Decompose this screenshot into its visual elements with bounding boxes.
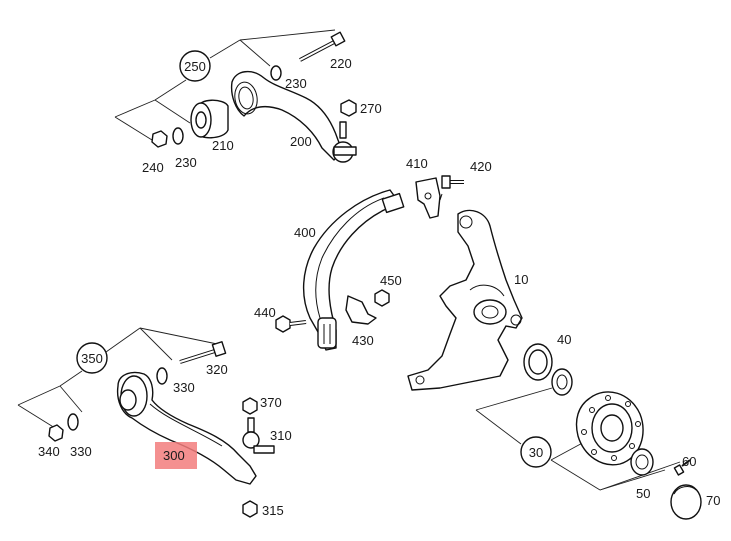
- label-30: 30: [529, 445, 543, 460]
- label-230-bottom: 230: [175, 155, 197, 170]
- label-420: 420: [470, 159, 492, 174]
- bolt-420: [441, 175, 464, 189]
- label-400: 400: [294, 225, 316, 240]
- label-370: 370: [260, 395, 282, 410]
- label-340: 340: [38, 444, 60, 459]
- nut-240: [151, 130, 168, 148]
- wheel-hub-group: 30 40 60 50 70: [475, 332, 720, 520]
- nut-340: [48, 424, 64, 442]
- label-315: 315: [262, 503, 284, 518]
- ball-joint-310: [242, 417, 275, 454]
- nut-315: [242, 500, 258, 518]
- label-10: 10: [514, 272, 528, 287]
- wheel-hub-flange: [575, 391, 644, 466]
- label-50: 50: [636, 486, 650, 501]
- washer-230-top: [270, 65, 282, 81]
- label-330-bottom: 330: [70, 444, 92, 459]
- washer-330-top: [156, 367, 168, 385]
- strut-and-knuckle-group: 410 420 400 10 450 440 430: [254, 156, 528, 391]
- washer-230-bottom: [172, 127, 184, 145]
- label-250: 250: [184, 59, 206, 74]
- label-410: 410: [406, 156, 428, 171]
- screw-60: [673, 459, 691, 476]
- label-70: 70: [706, 493, 720, 508]
- label-430: 430: [352, 333, 374, 348]
- seal-40: [523, 343, 553, 381]
- highlight-300: [155, 442, 197, 469]
- label-220: 220: [330, 56, 352, 71]
- lower-control-arm-group: 350 320 330 370 310 330 340 300 315: [17, 327, 292, 518]
- bearing: [551, 368, 573, 396]
- upper-control-arm-group: 250 230 220 270 210 200 230 240: [114, 29, 382, 175]
- label-210: 210: [212, 138, 234, 153]
- bracket-430: [345, 295, 377, 325]
- label-320: 320: [206, 362, 228, 377]
- label-270: 270: [360, 101, 382, 116]
- bolt-320: [179, 341, 227, 364]
- bolt-440: [275, 315, 307, 333]
- label-40: 40: [557, 332, 571, 347]
- bolt-220: [299, 31, 346, 62]
- ball-joint-200: [332, 121, 357, 163]
- lower-control-arm-300: [116, 371, 257, 485]
- bracket-410: [415, 177, 441, 219]
- ref-circle-30: [520, 436, 552, 468]
- label-200: 200: [290, 134, 312, 149]
- label-230-top: 230: [285, 76, 307, 91]
- label-450: 450: [380, 273, 402, 288]
- label-240: 240: [142, 160, 164, 175]
- cap-70: [670, 484, 702, 520]
- bushing-210: [190, 99, 229, 139]
- strut-arm-400: [302, 189, 401, 351]
- nut-450: [374, 289, 390, 307]
- washer-330-bottom: [67, 413, 79, 431]
- label-350: 350: [81, 351, 103, 366]
- label-310: 310: [270, 428, 292, 443]
- steering-knuckle-10: [407, 209, 523, 391]
- ring-50: [630, 448, 654, 476]
- label-330-top: 330: [173, 380, 195, 395]
- ref-circle-350: [76, 342, 108, 374]
- label-300: 300: [163, 448, 185, 463]
- label-440: 440: [254, 305, 276, 320]
- nut-370: [242, 397, 258, 415]
- label-60: 60: [682, 454, 696, 469]
- nut-270: [340, 99, 357, 117]
- ref-circle-250: [179, 50, 211, 82]
